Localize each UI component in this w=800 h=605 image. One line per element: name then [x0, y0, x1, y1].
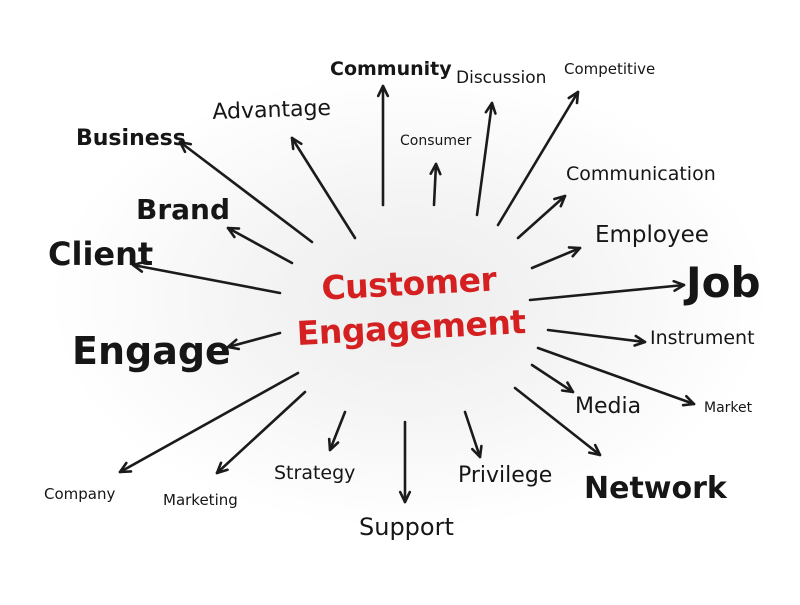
arrow-shaft-business — [178, 140, 314, 244]
arrow-advantage — [290, 136, 357, 240]
arrow-shaft-company — [118, 371, 300, 474]
arrow-shaft-privilege — [463, 410, 482, 459]
arrow-shaft-engage — [226, 331, 282, 349]
arrow-shaft-discussion — [475, 101, 494, 217]
label-communication: Communication — [566, 163, 716, 185]
arrow-media — [530, 363, 575, 394]
arrow-shaft-instrument — [546, 328, 647, 344]
arrow-shaft-media — [530, 363, 575, 394]
arrow-head-business — [178, 140, 193, 154]
arrow-community — [376, 84, 390, 207]
label-strategy: Strategy — [274, 462, 356, 484]
label-media: Media — [575, 394, 642, 419]
arrow-marketing — [215, 390, 307, 475]
arrow-shaft-marketing — [215, 390, 307, 475]
label-support: Support — [359, 513, 454, 541]
arrow-head-privilege — [470, 444, 483, 459]
label-competitive: Competitive — [564, 60, 656, 78]
arrow-shaft-market — [536, 346, 696, 406]
arrow-market — [536, 346, 696, 407]
arrow-employee — [530, 246, 582, 270]
arrow-shaft-strategy — [328, 410, 347, 452]
arrow-shaft-communication — [516, 194, 567, 240]
arrow-head-competitive — [567, 90, 580, 105]
arrow-head-community — [376, 84, 390, 98]
label-employee: Employee — [595, 222, 709, 248]
arrow-strategy — [327, 410, 347, 452]
label-network: Network — [584, 471, 727, 506]
label-community: Community — [330, 58, 452, 80]
arrow-discussion — [475, 101, 497, 217]
arrow-head-instrument — [633, 334, 647, 347]
arrow-shaft-brand — [226, 226, 294, 265]
label-instrument: Instrument — [650, 327, 755, 349]
arrow-shaft-advantage — [290, 136, 357, 240]
central-topic: Customer Engagement — [238, 253, 582, 359]
arrow-head-strategy — [327, 437, 340, 452]
arrow-head-job — [672, 279, 686, 293]
arrow-client — [131, 260, 282, 295]
arrow-consumer — [429, 162, 442, 207]
label-engage: Engage — [72, 329, 231, 373]
arrow-network — [513, 386, 602, 457]
arrow-shaft-client — [131, 263, 282, 295]
arrow-support — [398, 420, 412, 504]
arrow-head-network — [587, 443, 602, 457]
label-brand: Brand — [136, 193, 231, 226]
label-market: Market — [704, 400, 753, 416]
label-discussion: Discussion — [456, 68, 547, 88]
arrow-head-consumer — [429, 162, 442, 176]
label-consumer: Consumer — [400, 133, 472, 149]
arrow-job — [528, 279, 686, 302]
arrow-head-company — [118, 461, 133, 474]
arrow-head-marketing — [215, 461, 229, 475]
arrow-shaft-consumer — [432, 162, 438, 207]
arrow-head-brand — [226, 226, 241, 239]
arrow-head-communication — [553, 194, 567, 208]
label-client: Client — [48, 235, 154, 273]
arrow-head-engage — [226, 338, 241, 351]
arrow-engage — [226, 331, 282, 351]
arrow-business — [178, 140, 314, 244]
arrow-privilege — [463, 410, 483, 459]
arrow-head-discussion — [484, 101, 497, 115]
arrow-shaft-employee — [530, 246, 582, 270]
arrow-communication — [516, 194, 567, 240]
arrow-instrument — [546, 328, 647, 347]
label-company: Company — [44, 485, 116, 503]
arrow-head-market — [681, 394, 696, 407]
arrow-head-employee — [567, 246, 582, 258]
label-advantage: Advantage — [211, 95, 332, 125]
arrow-head-advantage — [290, 136, 303, 151]
arrow-head-media — [560, 381, 575, 394]
label-business: Business — [76, 126, 186, 151]
label-marketing: Marketing — [163, 491, 238, 509]
arrow-head-support — [398, 490, 412, 504]
label-job: Job — [686, 258, 761, 307]
arrow-head-client — [131, 260, 145, 273]
arrow-competitive — [496, 90, 580, 227]
label-privilege: Privilege — [458, 463, 553, 488]
arrow-shaft-competitive — [496, 90, 580, 227]
arrow-brand — [226, 226, 294, 265]
arrow-company — [118, 371, 300, 474]
arrow-shaft-job — [528, 283, 686, 302]
arrow-shaft-network — [513, 386, 602, 457]
